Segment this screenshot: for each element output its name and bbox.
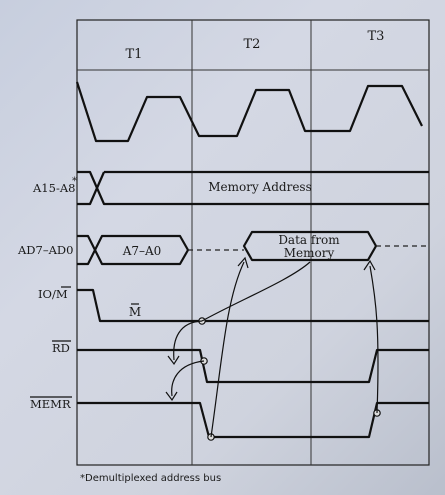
- signal-label-ad7-ad0: AD7–AD0: [17, 243, 73, 257]
- a7-a0-label: A7–A0: [122, 244, 162, 258]
- signal-label-a15-a8-asterisk: *: [72, 176, 77, 187]
- clock-waveform: [75, 81, 423, 143]
- diagram-frame: [76, 19, 430, 466]
- signal-label-rd: RD: [52, 341, 70, 355]
- data-from-memory-line2: Memory: [284, 246, 335, 260]
- state-t1-label: T1: [126, 47, 143, 62]
- dependency-arrows: [165, 256, 381, 441]
- m-bar-label: M: [129, 305, 141, 319]
- signal-label-io-m: IO/M: [38, 287, 68, 301]
- address-data-bus: [77, 230, 429, 266]
- state-t2-label: T2: [244, 37, 261, 52]
- io-m-waveform: [77, 288, 429, 323]
- signal-label-memr: MEMR: [30, 397, 71, 411]
- memory-address-label: Memory Address: [208, 180, 312, 194]
- memr-waveform: [77, 401, 429, 439]
- footnote: *Demultiplexed address bus: [80, 473, 221, 484]
- address-high-bus: [77, 170, 429, 206]
- rd-waveform: [77, 348, 429, 384]
- state-t3-label: T3: [368, 29, 385, 44]
- data-from-memory-line1: Data from: [278, 233, 340, 247]
- signal-label-a15-a8: A15-A8: [32, 181, 75, 195]
